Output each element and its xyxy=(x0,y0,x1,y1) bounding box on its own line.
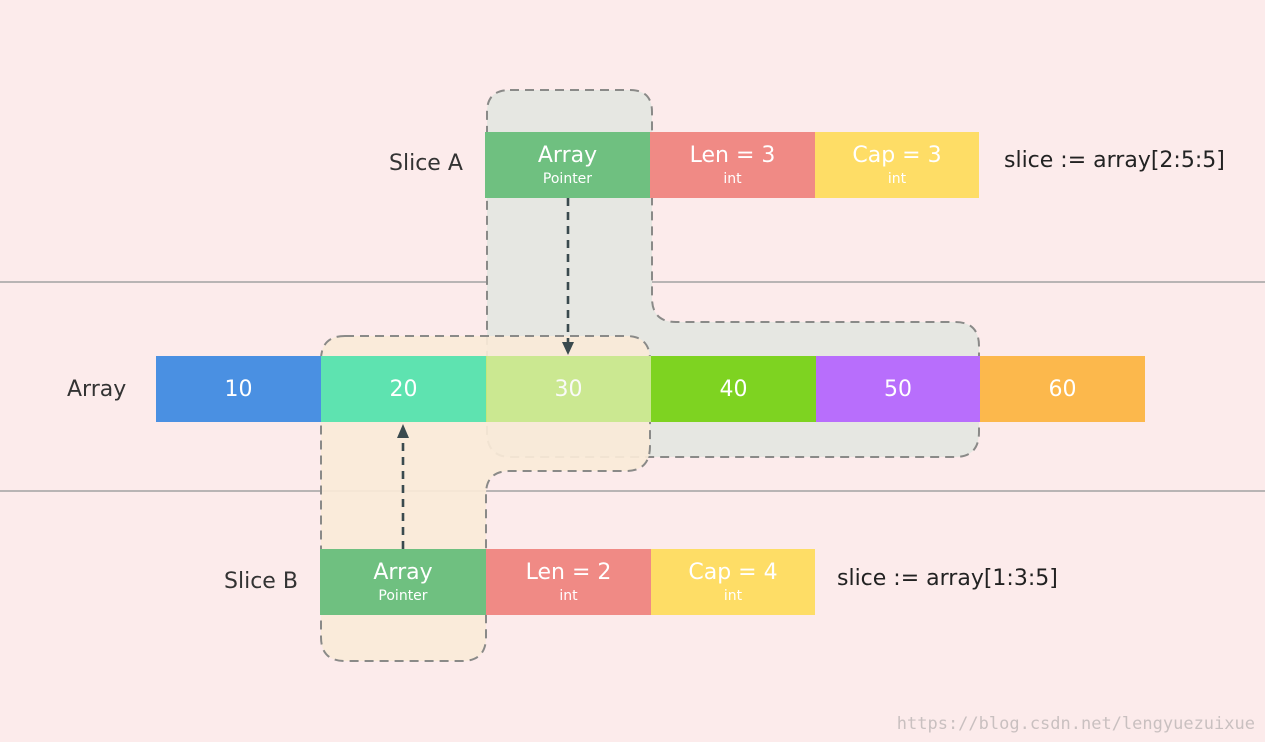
slice-b-pointer-text: Array xyxy=(373,560,433,585)
slice-a-len-subtext: int xyxy=(723,171,742,187)
slice-b-code: slice := array[1:3:5] xyxy=(837,566,1058,591)
slice-b-cap-subtext: int xyxy=(723,588,743,604)
array-value-4: 50 xyxy=(884,376,912,402)
slice-a-cap-subtext: int xyxy=(887,171,907,187)
array-cell-4: 50 xyxy=(816,356,980,422)
slice-a-code: slice := array[2:5:5] xyxy=(1004,148,1225,173)
slice-b-cap-cell: Cap = 4 int xyxy=(651,549,815,615)
array-cell-0: 10 xyxy=(156,356,321,422)
watermark: https://blog.csdn.net/lengyuezuixue xyxy=(896,714,1255,734)
array-cell-5: 60 xyxy=(980,356,1145,422)
slice-b-cap-text: Cap = 4 xyxy=(688,560,778,585)
array-value-3: 40 xyxy=(719,376,748,402)
slice-a-pointer-cell: Array Pointer xyxy=(485,132,650,198)
slice-a-len-cell: Len = 3 int xyxy=(650,132,815,198)
array-cell-2: 30 xyxy=(486,356,651,422)
array-value-1: 20 xyxy=(389,376,418,402)
slice-a-pointer-text: Array xyxy=(537,143,598,168)
slice-b-pointer-subtext: Pointer xyxy=(378,588,428,604)
slice-a-label: Slice A xyxy=(389,151,463,176)
slice-b-len-subtext: int xyxy=(559,588,578,604)
array-label: Array xyxy=(67,377,127,402)
array-cell-1: 20 xyxy=(321,356,486,422)
slice-a-len-text: Len = 3 xyxy=(689,143,776,168)
slice-a-cap-text: Cap = 3 xyxy=(852,143,942,168)
slice-b-label: Slice B xyxy=(224,569,298,594)
slice-b-pointer-cell: Array Pointer xyxy=(320,549,486,615)
array-value-0: 10 xyxy=(224,376,253,402)
array-value-2: 30 xyxy=(554,376,583,402)
slice-b-len-cell: Len = 2 int xyxy=(486,549,651,615)
array-cell-3: 40 xyxy=(651,356,816,422)
slice-a-cap-cell: Cap = 3 int xyxy=(815,132,979,198)
array-value-5: 60 xyxy=(1048,376,1077,402)
slice-b-len-text: Len = 2 xyxy=(525,560,612,585)
slice-a-pointer-subtext: Pointer xyxy=(542,171,593,187)
